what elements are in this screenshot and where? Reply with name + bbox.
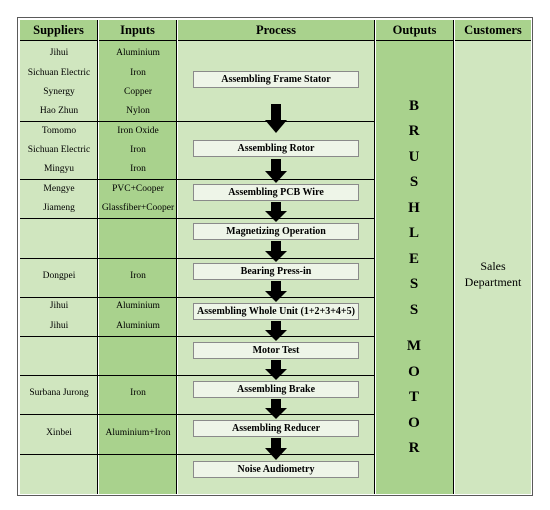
supplier: Synergy: [43, 87, 75, 97]
supplier: Sichuan Electric: [27, 68, 91, 78]
outputs-column: [376, 41, 453, 494]
row-divider: [20, 218, 374, 219]
process-step: Assembling Brake: [193, 381, 359, 398]
customer-label: Sales Department: [464, 259, 522, 289]
header-process: Process: [178, 20, 374, 41]
down-arrow-icon: [265, 202, 287, 222]
supplier: Mingyu: [43, 164, 75, 174]
output-letter: S: [409, 302, 419, 318]
row-divider: [20, 336, 374, 337]
input: Nylon: [126, 106, 150, 116]
input: Aluminium: [116, 48, 160, 58]
input: Aluminium: [116, 301, 160, 311]
input: PVC+Cooper: [112, 184, 164, 194]
supplier: Jiameng: [43, 203, 75, 213]
output-letter: R: [408, 440, 420, 456]
column-divider: [176, 20, 177, 494]
process-step: Magnetizing Operation: [193, 223, 359, 240]
input: Glassfiber+Cooper: [101, 203, 175, 213]
header-customers: Customers: [455, 20, 531, 41]
input: Aluminium: [116, 321, 160, 331]
output-letter: T: [408, 389, 420, 405]
input: Iron: [130, 145, 146, 155]
row-divider: [20, 375, 374, 376]
output-letter: B: [408, 98, 420, 114]
process-step: Noise Audiometry: [193, 461, 359, 478]
supplier: Jihui: [49, 321, 69, 331]
down-arrow-icon: [265, 438, 287, 460]
supplier: Dongpei: [42, 271, 76, 281]
input: Iron: [130, 271, 146, 281]
down-arrow-icon: [265, 321, 287, 341]
output-letter: R: [408, 123, 420, 139]
row-divider: [20, 258, 374, 259]
input: Iron: [130, 388, 146, 398]
row-divider: [20, 121, 374, 122]
row-divider: [20, 297, 374, 298]
output-letter: L: [408, 225, 420, 241]
customers-column: [455, 41, 531, 494]
column-divider: [97, 20, 98, 494]
row-divider: [20, 454, 374, 455]
output-letter: M: [406, 338, 422, 354]
down-arrow-icon: [265, 159, 287, 183]
process-step: Assembling PCB Wire: [193, 184, 359, 201]
header-inputs: Inputs: [99, 20, 176, 41]
output-letter: U: [408, 149, 420, 165]
process-step: Assembling Reducer: [193, 420, 359, 437]
output-letter: O: [408, 415, 420, 431]
inputs-column: [99, 41, 176, 494]
row-divider: [20, 179, 374, 180]
down-arrow-icon: [265, 104, 287, 133]
header-suppliers: Suppliers: [20, 20, 97, 41]
process-step: Assembling Whole Unit (1+2+3+4+5): [193, 303, 359, 320]
output-letter: O: [408, 364, 420, 380]
header-outputs: Outputs: [376, 20, 453, 41]
input: Copper: [124, 87, 152, 97]
process-step: Bearing Press-in: [193, 263, 359, 280]
down-arrow-icon: [265, 360, 287, 380]
process-step: Motor Test: [193, 342, 359, 359]
input: Aluminium+Iron: [105, 428, 171, 438]
column-divider: [453, 20, 454, 494]
input: Iron: [130, 164, 146, 174]
output-letter: S: [409, 276, 419, 292]
supplier: Xinbei: [46, 428, 72, 438]
down-arrow-icon: [265, 399, 287, 419]
supplier: Hao Zhun: [39, 106, 79, 116]
supplier: Tomomo: [41, 126, 77, 136]
output-letter: H: [408, 200, 420, 216]
down-arrow-icon: [265, 241, 287, 262]
supplier: Surbana Jurong: [29, 388, 89, 398]
suppliers-column: [20, 41, 97, 494]
supplier: Sichuan Electric: [27, 145, 91, 155]
row-divider: [20, 414, 374, 415]
supplier: Mengye: [43, 184, 75, 194]
input: Iron: [130, 68, 146, 78]
output-letter: E: [408, 251, 420, 267]
process-step: Assembling Frame Stator: [193, 71, 359, 88]
column-divider: [374, 20, 375, 494]
input: Iron Oxide: [117, 126, 159, 136]
supplier: Jihui: [49, 301, 69, 311]
supplier: Jihui: [49, 48, 69, 58]
sipoc-diagram: Suppliers Inputs Process Outputs Custome…: [17, 17, 533, 496]
down-arrow-icon: [265, 281, 287, 302]
output-letter: S: [409, 174, 419, 190]
process-step: Assembling Rotor: [193, 140, 359, 157]
